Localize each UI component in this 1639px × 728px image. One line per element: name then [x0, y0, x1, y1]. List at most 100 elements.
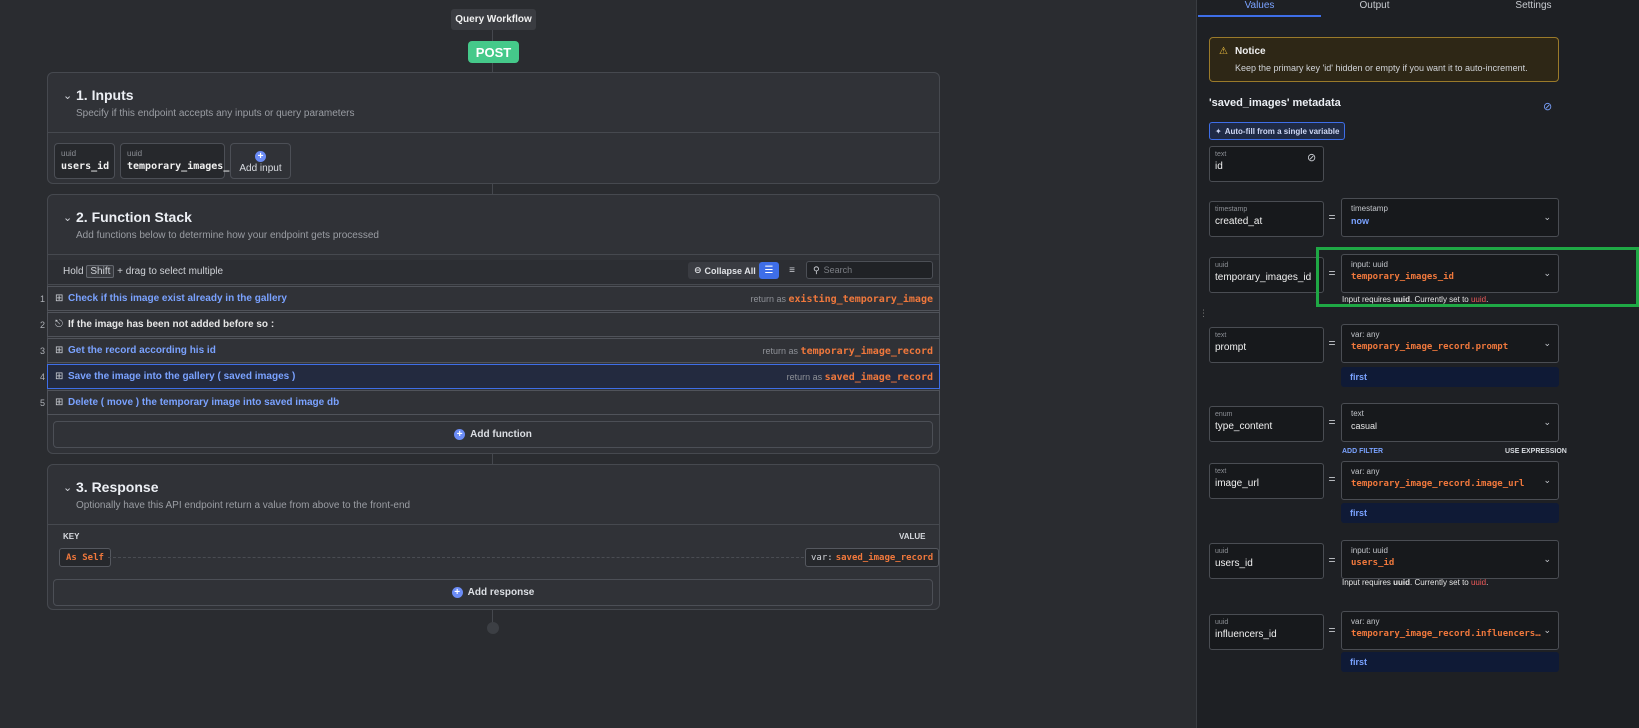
- function-row[interactable]: ⎋ If the image has been not added before…: [47, 312, 940, 337]
- chevron-down-icon[interactable]: ⌄: [63, 482, 73, 494]
- add-response-button[interactable]: + Add response: [53, 579, 933, 606]
- table-icon: ⊞: [55, 345, 64, 356]
- field-image-url[interactable]: text image_url: [1209, 463, 1324, 499]
- value-select-created-at[interactable]: timestamp now ⌄: [1341, 198, 1559, 237]
- value-type: var: any: [1351, 467, 1380, 476]
- use-expression-link[interactable]: USE EXPRESSION: [1505, 448, 1567, 455]
- chevron-down-icon: ⌄: [1543, 417, 1551, 427]
- plus-icon: +: [454, 429, 466, 440]
- function-row[interactable]: ⊞ Get the record according his id return…: [47, 338, 940, 363]
- equals-sign: =: [1328, 472, 1336, 486]
- inputs-header[interactable]: ⌄ 1. Inputs Specify if this endpoint acc…: [48, 73, 939, 133]
- value-select-influencers-id[interactable]: var: any temporary_image_record.influenc…: [1341, 611, 1559, 650]
- end-node: [487, 622, 499, 634]
- function-toolbar: Hold Shift + drag to select multiple ⊖ C…: [48, 260, 939, 285]
- function-label: Check if this image exist already in the…: [68, 293, 287, 304]
- autofill-button[interactable]: ✦ Auto-fill from a single variable: [1209, 122, 1346, 140]
- connector-line: [492, 30, 493, 42]
- response-header[interactable]: ⌄ 3. Response Optionally have this API e…: [48, 465, 939, 525]
- value-select-prompt[interactable]: var: any temporary_image_record.prompt ⌄: [1341, 324, 1559, 363]
- function-number: 4: [39, 372, 45, 382]
- section-subtitle: Add functions below to determine how you…: [76, 230, 379, 241]
- add-input-button[interactable]: + Add input: [230, 143, 291, 179]
- key-header: KEY: [63, 532, 80, 541]
- key-value-connector: [108, 557, 804, 558]
- input-name: users_id: [61, 161, 110, 172]
- chevron-down-icon[interactable]: ⌄: [63, 212, 73, 224]
- plus-icon: +: [255, 151, 266, 162]
- equals-sign: =: [1328, 623, 1336, 637]
- hint-prefix: Hold: [63, 266, 84, 277]
- chevron-down-icon[interactable]: ⌄: [63, 90, 73, 102]
- notice-text: Keep the primary key 'id' hidden or empt…: [1235, 63, 1528, 73]
- field-id[interactable]: text id ⊘: [1209, 146, 1324, 182]
- value-select-image-url[interactable]: var: any temporary_image_record.image_ur…: [1341, 461, 1559, 500]
- drag-handle-icon[interactable]: ⋮: [1199, 308, 1208, 318]
- function-row-selected[interactable]: ⊞ Save the image into the gallery ( save…: [47, 364, 940, 389]
- value-type: var: any: [1351, 330, 1380, 339]
- function-number: 5: [39, 398, 45, 408]
- function-row[interactable]: ⊞ Delete ( move ) the temporary image in…: [47, 390, 940, 415]
- function-number: 2: [39, 320, 45, 330]
- tab-output[interactable]: Output: [1359, 0, 1390, 11]
- section-title: 1. Inputs: [76, 87, 134, 103]
- input-chip-temporary-images-id[interactable]: uuid temporary_images_id: [120, 143, 241, 179]
- filter-pill[interactable]: first: [1341, 503, 1559, 523]
- function-row[interactable]: ⊞ Check if this image exist already in t…: [47, 286, 940, 311]
- warning-current: uuid: [1470, 295, 1487, 304]
- method-badge[interactable]: POST: [468, 41, 519, 63]
- eye-off-icon[interactable]: ⊘: [1307, 152, 1317, 164]
- add-filter-link[interactable]: ADD FILTER: [1342, 448, 1384, 455]
- chevron-down-icon: ⌄: [1543, 268, 1551, 278]
- section-title: 3. Response: [76, 479, 159, 495]
- warning-mid: . Currently set to: [1410, 295, 1469, 304]
- lock-icon: ⎋: [55, 319, 63, 330]
- field-name: image_url: [1215, 478, 1259, 489]
- eye-off-icon[interactable]: ⊘: [1543, 101, 1553, 113]
- response-key-chip[interactable]: As Self: [59, 548, 111, 567]
- field-users-id[interactable]: uuid users_id: [1209, 543, 1324, 579]
- field-influencers-id[interactable]: uuid influencers_id: [1209, 614, 1324, 650]
- function-number: 1: [39, 294, 45, 304]
- field-type: uuid: [1215, 548, 1229, 555]
- field-type: text: [1215, 468, 1227, 475]
- input-chip-users-id[interactable]: uuid users_id: [54, 143, 115, 179]
- collapse-icon: ⊖: [694, 265, 702, 275]
- value-select-type-content[interactable]: text casual ⌄: [1341, 403, 1559, 442]
- detail-view-icon[interactable]: ≡: [789, 265, 795, 276]
- collapse-all-button[interactable]: ⊖ Collapse All: [688, 262, 762, 279]
- value-select-users-id[interactable]: input: uuid users_id ⌄: [1341, 540, 1559, 579]
- hint-suffix: + drag to select multiple: [117, 266, 224, 277]
- function-label: Save the image into the gallery ( saved …: [68, 371, 296, 382]
- tab-settings[interactable]: Settings: [1515, 0, 1552, 11]
- function-search-input[interactable]: ⚲ Search: [806, 261, 933, 279]
- warning-prefix: Input requires: [1342, 295, 1391, 304]
- function-stack-header[interactable]: ⌄ 2. Function Stack Add functions below …: [48, 195, 939, 255]
- field-created-at[interactable]: timestamp created_at: [1209, 201, 1324, 237]
- field-name: prompt: [1215, 342, 1247, 353]
- filter-pill[interactable]: first: [1341, 367, 1559, 387]
- filter-pill[interactable]: first: [1341, 652, 1559, 672]
- field-type-content[interactable]: enum type_content: [1209, 406, 1324, 442]
- search-icon: ⚲: [813, 264, 820, 275]
- add-function-button[interactable]: + Add function: [53, 421, 933, 448]
- autofill-label: Auto-fill from a single variable: [1224, 126, 1340, 136]
- add-input-label: Add input: [239, 163, 282, 174]
- response-value-chip[interactable]: var: saved_image_record: [805, 548, 940, 567]
- field-prompt[interactable]: text prompt: [1209, 327, 1324, 363]
- value-type: var: any: [1351, 617, 1380, 626]
- type-warning: Input requires uuid. Currently set to uu…: [1342, 578, 1489, 587]
- list-view-icon[interactable]: ☰: [759, 262, 779, 279]
- values-panel: [1196, 0, 1639, 728]
- value-type: timestamp: [1351, 204, 1388, 213]
- value-select-temporary-images-id[interactable]: input: uuid temporary_images_id ⌄: [1341, 254, 1559, 293]
- shift-key: Shift: [86, 265, 115, 278]
- tab-values[interactable]: Values: [1244, 0, 1275, 11]
- table-icon: ⊞: [55, 397, 64, 408]
- field-temporary-images-id[interactable]: uuid temporary_images_id: [1209, 257, 1324, 293]
- field-type: timestamp: [1215, 206, 1248, 213]
- function-number: 3: [39, 346, 45, 356]
- workflow-title: Query Workflow: [451, 9, 536, 30]
- table-icon: ⊞: [55, 371, 64, 382]
- metadata-title: 'saved_images' metadata: [1209, 97, 1341, 109]
